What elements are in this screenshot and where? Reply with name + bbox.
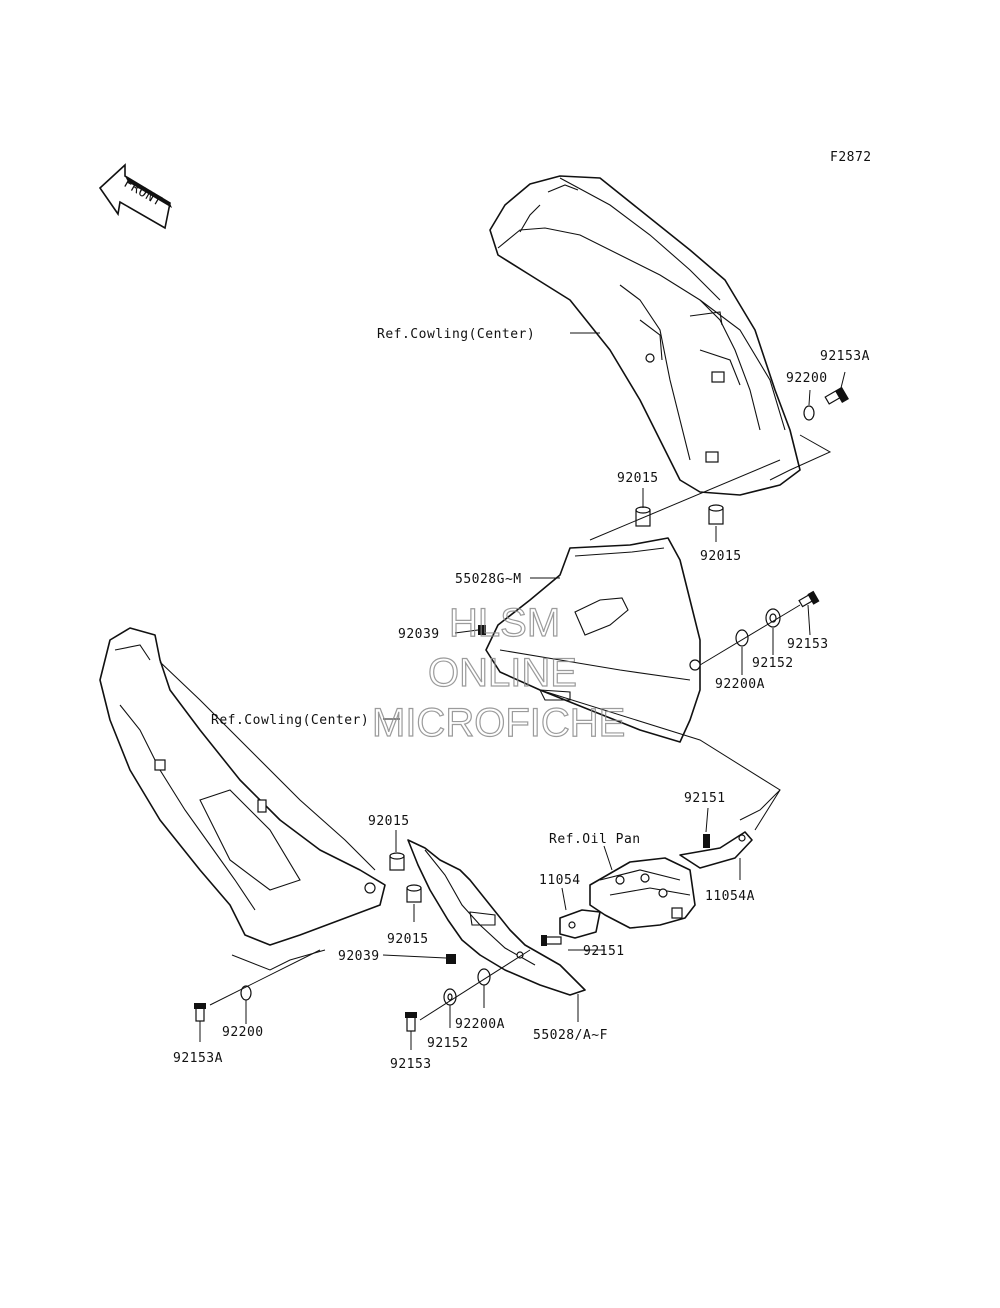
bracket-11054A-part xyxy=(679,831,753,869)
figure-code: F2872 xyxy=(830,150,872,165)
washer-92200-lower-left xyxy=(240,985,252,1001)
bolt-92153A-lower-left xyxy=(194,1003,206,1022)
front-arrow-icon: FRONT xyxy=(98,163,172,230)
damper-92015-lower-lower xyxy=(406,884,422,903)
watermark-line-2: ONLINE xyxy=(428,651,577,695)
label-92015-b: 92015 xyxy=(700,549,742,564)
left-mount-dash xyxy=(231,949,326,971)
bolt-92151-upper xyxy=(703,834,710,848)
grommet-92152-upper xyxy=(765,608,781,628)
label-92200-lower-left: 92200 xyxy=(222,1025,264,1040)
bolt-92151-lower xyxy=(541,935,562,946)
label-92200A-lower: 92200A xyxy=(455,1017,505,1032)
clip-92039-upper xyxy=(478,625,486,635)
washer-92200A-upper xyxy=(735,629,749,647)
label-92153A-lower-left: 92153A xyxy=(173,1051,223,1066)
label-92152-upper: 92152 xyxy=(752,656,794,671)
under-cowl-55028GM-part xyxy=(485,537,701,743)
bracket-11054-part xyxy=(559,909,601,939)
bolt-92153A-upper-right xyxy=(824,386,849,405)
label-92200A-upper: 92200A xyxy=(715,677,765,692)
damper-92015-upper-left xyxy=(635,506,651,527)
damper-92015-upper-right xyxy=(708,504,724,525)
bolt-92153-upper xyxy=(798,590,820,608)
upper-mount-dash xyxy=(769,434,832,481)
label-55028AF: 55028/A~F xyxy=(533,1028,608,1043)
label-92015-d: 92015 xyxy=(387,932,429,947)
label-55028GM: 55028G~M xyxy=(455,572,522,587)
label-92039-upper: 92039 xyxy=(398,627,440,642)
label-92015-c: 92015 xyxy=(368,814,410,829)
label-92153A-upper: 92153A xyxy=(820,349,870,364)
upper-cowling-center-part xyxy=(489,175,801,496)
label-ref-oil-pan: Ref.Oil Pan xyxy=(549,832,641,847)
damper-92015-lower-upper xyxy=(389,852,405,871)
under-cowl-55028AF-part xyxy=(407,839,586,996)
label-92039-lower: 92039 xyxy=(338,949,380,964)
label-92200-upper: 92200 xyxy=(786,371,828,386)
clip-92039-lower xyxy=(446,954,456,964)
watermark-line-1: HLSM xyxy=(449,601,560,645)
label-ref-cowling-center-upper: Ref.Cowling(Center) xyxy=(377,327,535,342)
label-92015-a: 92015 xyxy=(617,471,659,486)
oil-pan-part xyxy=(589,857,696,929)
label-92153-upper: 92153 xyxy=(787,637,829,652)
grommet-92152-lower xyxy=(443,988,457,1006)
label-92151-bottom: 92151 xyxy=(583,944,625,959)
label-92151-top: 92151 xyxy=(684,791,726,806)
washer-92200-upper-right xyxy=(803,405,815,421)
watermark-line-3: MICROFICHE xyxy=(372,701,625,745)
watermark: HLSM ONLINE MICROFICHE xyxy=(371,600,626,745)
bolt-92153-lower xyxy=(405,1012,417,1032)
lower-cowling-center-part xyxy=(99,627,386,946)
label-11054A: 11054A xyxy=(705,889,755,904)
label-92153-lower: 92153 xyxy=(390,1057,432,1072)
label-92152-lower: 92152 xyxy=(427,1036,469,1051)
label-11054: 11054 xyxy=(539,873,581,888)
label-ref-cowling-center-lower: Ref.Cowling(Center) xyxy=(211,713,369,728)
